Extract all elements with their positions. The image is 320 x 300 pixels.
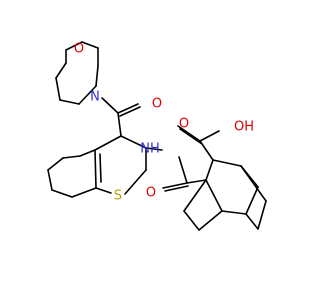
carbonyl-link [101,97,141,137]
atom-amide-oxygen: O [146,186,156,201]
atom-ketone-oxygen: O [152,97,162,112]
atom-thiophene-sulfur: S [114,189,122,204]
atom-amide-nh: NH [140,142,160,157]
tetrahydrobenzothiophene [47,135,147,198]
atom-morpholine-oxygen: O [74,42,84,57]
atom-acid-oxygen: O [179,117,189,132]
amide-link [145,147,207,192]
bicyclooctane-carboxylic-acid [177,125,267,231]
atom-morpholine-nitrogen: N [90,90,100,105]
morpholine-ring [55,41,99,105]
atom-acid-hydroxyl: OH [234,120,254,135]
chemical-structure: O N O NH S O OH O [47,41,267,231]
